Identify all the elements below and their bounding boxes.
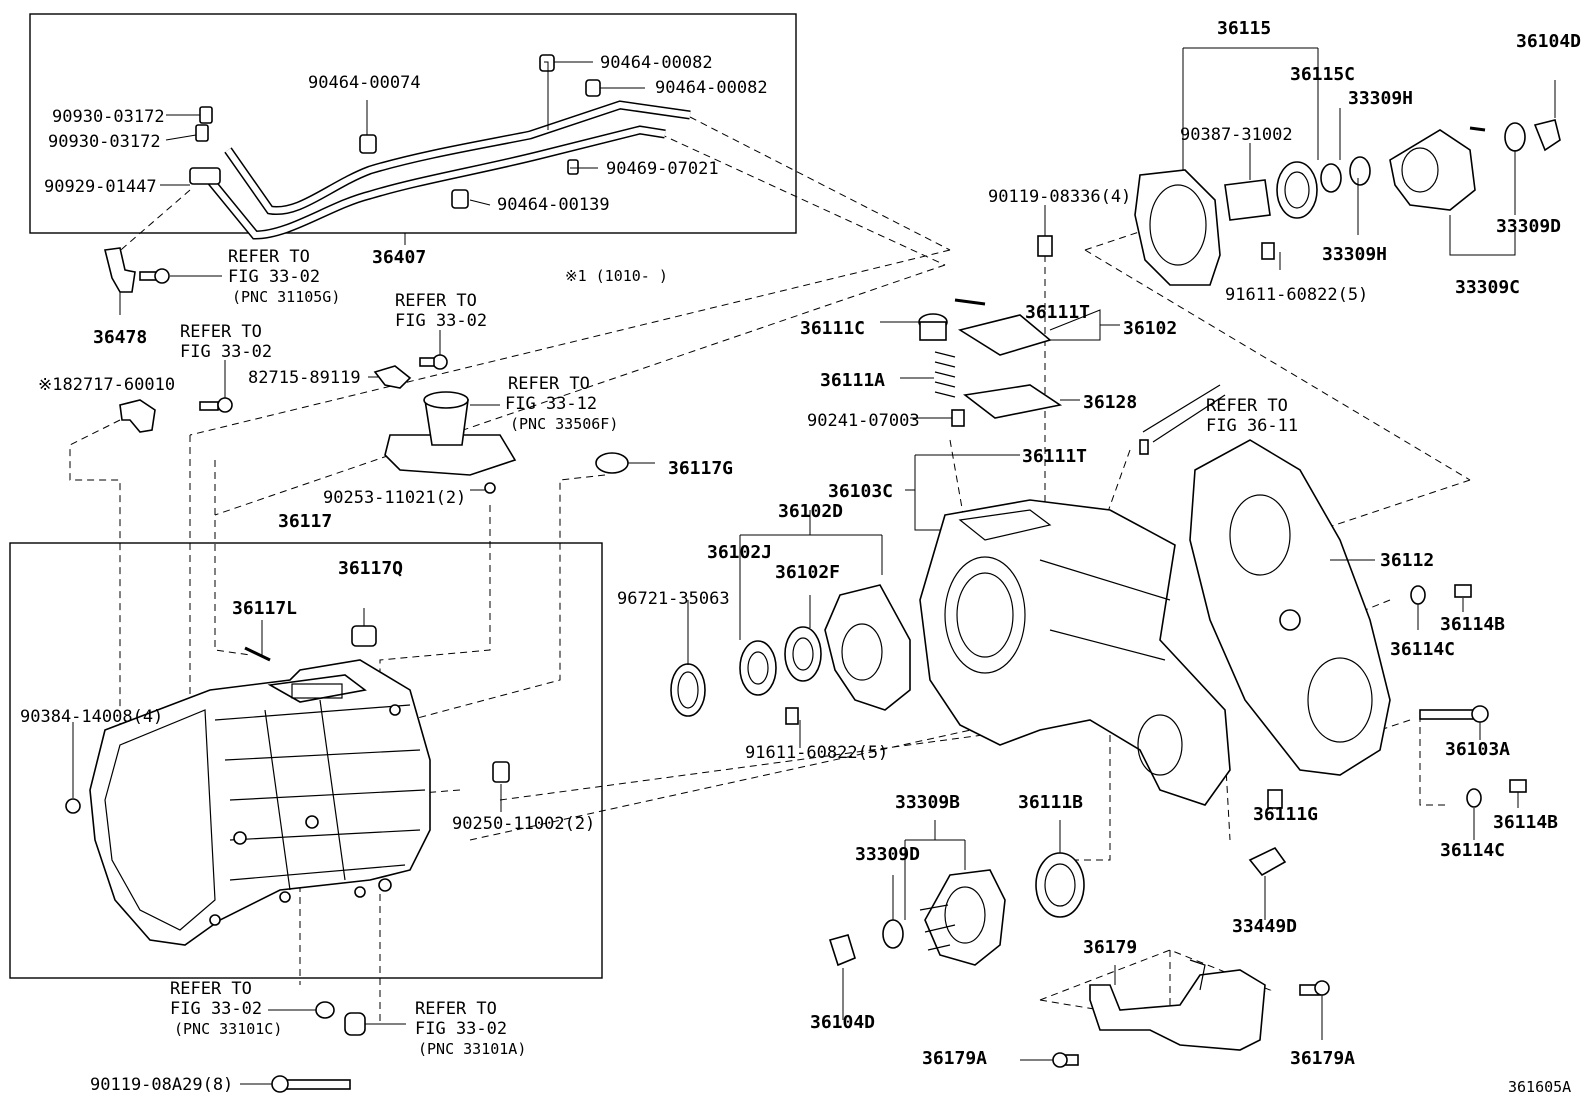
output-extension-parts [1037, 47, 1561, 286]
label-36102: 36102 [1123, 318, 1177, 339]
shift-retainer [384, 391, 655, 494]
label-36111g: 36111G [1253, 804, 1318, 825]
ref-3-line-2: FIG 33-02 [395, 311, 487, 331]
label-36128: 36128 [1083, 392, 1137, 413]
ref-7-line-2: FIG 33-02 [415, 1019, 507, 1039]
label-36179a-left: 36179A [922, 1048, 987, 1069]
label-36117q: 36117Q [338, 558, 403, 579]
label-91611-60822-mid: 91611-60822(5) [745, 743, 888, 763]
ref-3-line-1: REFER TO [395, 291, 477, 311]
label-36102j: 36102J [707, 542, 772, 563]
label-36102f: 36102F [775, 562, 840, 583]
label-36115: 36115 [1217, 18, 1271, 39]
label-36478: 36478 [93, 327, 147, 348]
annotation-note: ※1 (1010- ) [565, 267, 668, 285]
label-90930-03172b: 90930-03172 [48, 132, 161, 152]
ref-6-line-1: REFER TO [170, 979, 252, 999]
label-36111c: 36111C [800, 318, 865, 339]
label-90464-00082a: 90464-00082 [600, 53, 713, 73]
label-36115c: 36115C [1290, 64, 1355, 85]
hose-assembly-frame [29, 13, 797, 234]
label-90464-00074: 90464-00074 [308, 73, 421, 93]
label-90469-07021: 90469-07021 [606, 159, 719, 179]
label-182717-60010: ※182717-60010 [38, 375, 175, 395]
ref-2-line-1: REFER TO [180, 322, 262, 342]
label-90464-00139: 90464-00139 [497, 195, 610, 215]
label-90119-08336: 90119-08336(4) [988, 187, 1131, 207]
ref-2-line-2: FIG 33-02 [180, 342, 272, 362]
label-36179a-right: 36179A [1290, 1048, 1355, 1069]
hose-clips [189, 54, 601, 209]
label-90929-01447: 90929-01447 [44, 177, 157, 197]
ref-6-line-3: (PNC 33101C) [174, 1020, 282, 1038]
label-91611-60822-top: 91611-60822(5) [1225, 285, 1368, 305]
ref-5-line-2: FIG 36-11 [1206, 416, 1298, 436]
label-36117g: 36117G [668, 458, 733, 479]
part-labels: 90464-00082 90464-00082 90464-00074 9093… [20, 18, 1581, 1095]
rear-cover-36112 [1189, 439, 1527, 840]
label-33309d-bot: 33309D [855, 844, 920, 865]
label-90464-00082b: 90464-00082 [655, 78, 768, 98]
label-36114c-top: 36114C [1390, 639, 1455, 660]
label-36111a: 36111A [820, 370, 885, 391]
label-36104d-top: 36104D [1516, 31, 1581, 52]
transmission-case-36117 [89, 659, 431, 946]
ref-1-line-1: REFER TO [228, 247, 310, 267]
ref-5-line-1: REFER TO [1206, 396, 1288, 416]
label-36102d: 36102D [778, 501, 843, 522]
label-33449d: 33449D [1232, 916, 1297, 937]
reference-notes: REFER TO FIG 33-02 (PNC 31105G) REFER TO… [170, 247, 1571, 1096]
ref-4-line-3: (PNC 33506F) [510, 415, 618, 433]
ref-6-line-2: FIG 33-02 [170, 999, 262, 1019]
ref-1-line-3: (PNC 31105G) [232, 288, 340, 306]
label-33309b: 33309B [895, 792, 960, 813]
label-96721-35063: 96721-35063 [617, 589, 730, 609]
label-36114b-top: 36114B [1440, 614, 1505, 635]
label-36114b-bot: 36114B [1493, 812, 1558, 833]
hose-leader-lines [114, 61, 645, 256]
figure-id: 361605A [1508, 1078, 1571, 1096]
label-36111t-top: 36111T [1025, 302, 1090, 323]
ref-7-line-3: (PNC 33101A) [418, 1040, 526, 1058]
label-36103a: 36103A [1445, 739, 1510, 760]
bracket-36478 [104, 247, 222, 315]
hose-assembly-36407 [206, 100, 691, 240]
label-36112: 36112 [1380, 550, 1434, 571]
label-33309h-top: 33309H [1348, 88, 1413, 109]
label-36104d-bot: 36104D [810, 1012, 875, 1033]
label-36114c-bot: 36114C [1440, 840, 1505, 861]
output-flange-parts [828, 789, 1287, 1020]
bracket-36179 [1020, 959, 1330, 1068]
case-small-parts [65, 608, 510, 1093]
label-33309c: 33309C [1455, 277, 1520, 298]
transmission-case-frame [9, 542, 603, 979]
label-36103c: 36103C [828, 481, 893, 502]
label-90250-11002: 90250-11002(2) [452, 814, 595, 834]
label-90387-31002: 90387-31002 [1180, 125, 1293, 145]
label-36179: 36179 [1083, 937, 1137, 958]
front-bearing-retainer [670, 510, 911, 748]
label-90384-14008: 90384-14008(4) [20, 707, 163, 727]
label-33309d-top: 33309D [1496, 216, 1561, 237]
top-cover-parts [880, 298, 1226, 531]
label-36407: 36407 [372, 247, 426, 268]
label-90930-03172a: 90930-03172 [52, 107, 165, 127]
transfer-case-36103C [919, 499, 1231, 806]
label-36117l: 36117L [232, 598, 297, 619]
ref-4-line-2: FIG 33-12 [505, 394, 597, 414]
left-fasteners [119, 330, 448, 433]
label-33309h-bot: 33309H [1322, 244, 1387, 265]
label-82715-89119: 82715-89119 [248, 368, 361, 388]
ref-4-line-1: REFER TO [508, 374, 590, 394]
label-90119-08a29: 90119-08A29(8) [90, 1075, 233, 1095]
ref-1-line-2: FIG 33-02 [228, 267, 320, 287]
ref-7-line-1: REFER TO [415, 999, 497, 1019]
label-36117: 36117 [278, 511, 332, 532]
label-90241-07003: 90241-07003 [807, 411, 920, 431]
label-36111b: 36111B [1018, 792, 1083, 813]
label-36111t-mid: 36111T [1022, 446, 1087, 467]
label-90253-11021: 90253-11021(2) [323, 488, 466, 508]
